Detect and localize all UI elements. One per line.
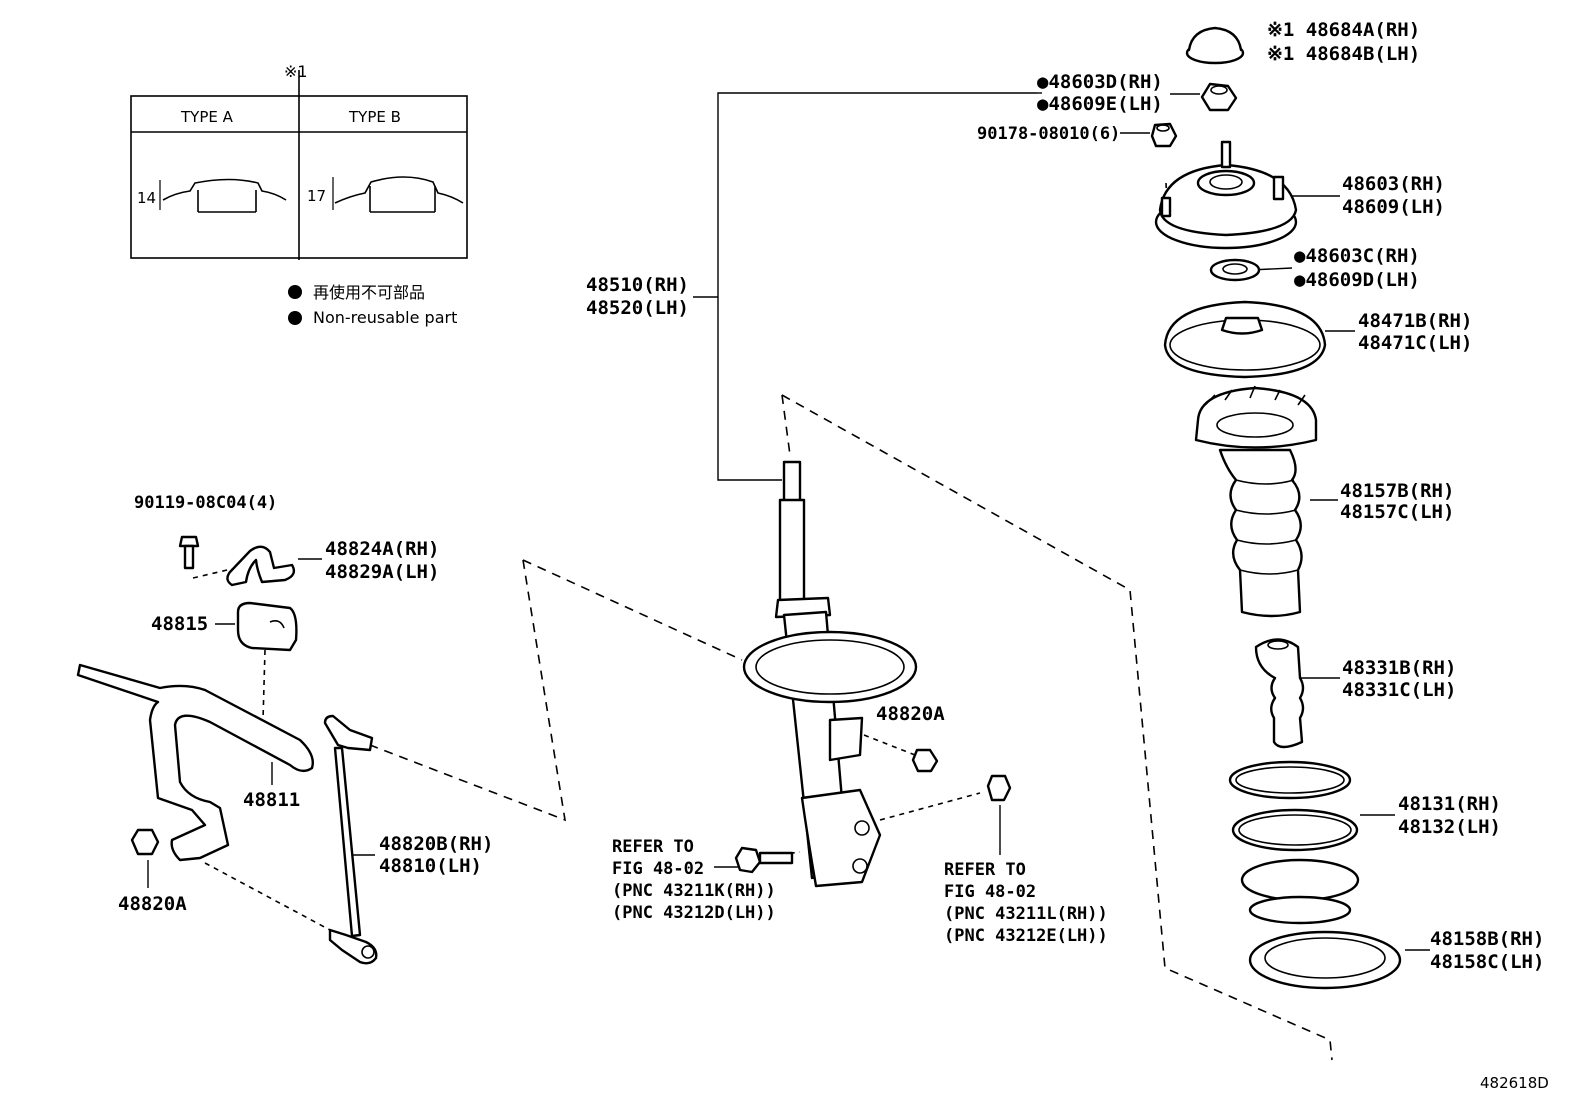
type-a-cap-profile: 14 <box>137 178 287 213</box>
label-48158c: 48158C(LH) <box>1430 951 1544 973</box>
type-b-header: TYPE B <box>348 108 401 126</box>
bearing-washer-48603c <box>1209 258 1261 282</box>
label-48603d: ●48603D(RH) <box>1037 71 1163 93</box>
coil-spring-48131 <box>1228 760 1360 925</box>
label-90119: 90119-08C04(4) <box>134 493 277 513</box>
type-a-header: TYPE A <box>180 108 234 126</box>
label-refer1-line2: FIG 48-02 <box>612 859 704 879</box>
label-48820b: 48820B(RH) <box>379 833 493 855</box>
label-48157b: 48157B(RH) <box>1340 480 1454 502</box>
label-refer1-line1: REFER TO <box>612 837 694 857</box>
label-48609e: ●48609E(LH) <box>1037 93 1163 115</box>
note-mark: ※1 <box>284 62 308 81</box>
label-48603: 48603(RH) <box>1342 173 1445 195</box>
label-48824a: 48824A(RH) <box>325 538 439 560</box>
label-48603c: ●48603C(RH) <box>1294 245 1420 267</box>
label-48331c: 48331C(LH) <box>1342 679 1456 701</box>
type-note-box: ※1 TYPE A TYPE B 14 17 <box>130 62 468 260</box>
link-nut-48820a <box>130 828 160 856</box>
stabilizer-link-48820b <box>323 714 378 965</box>
label-48820a-strut: 48820A <box>876 703 945 725</box>
label-90178: 90178-08010(6) <box>977 124 1120 144</box>
strut-bolt-upper <box>986 774 1012 802</box>
type-a-dimension: 14 <box>137 189 156 207</box>
legend-jp: 再使用不可部品 <box>313 283 425 302</box>
label-refer2-line1: REFER TO <box>944 860 1026 880</box>
part-labels: ※1 48684A(RH) ※1 48684B(LH) ●48603D(RH) … <box>118 19 1549 1092</box>
strut-nut-48820a <box>911 748 939 773</box>
label-48829a: 48829A(LH) <box>325 561 439 583</box>
label-48158b: 48158B(RH) <box>1430 928 1544 950</box>
label-refer1-line3: (PNC 43211K(RH)) <box>612 881 776 901</box>
spring-insulator-48158b <box>1248 930 1402 990</box>
label-refer2-line2: FIG 48-02 <box>944 882 1036 902</box>
strut-cap-48684 <box>1185 26 1245 65</box>
stabilizer-bar-48811 <box>76 663 314 862</box>
label-48815: 48815 <box>151 613 208 635</box>
label-48609: 48609(LH) <box>1342 196 1445 218</box>
label-48132: 48132(LH) <box>1398 816 1501 838</box>
shock-absorber-48510 <box>742 460 918 888</box>
label-48131: 48131(RH) <box>1398 793 1501 815</box>
non-reusable-dot-icon <box>288 311 302 325</box>
label-48331b: 48331B(RH) <box>1342 657 1456 679</box>
legend: 再使用不可部品 Non-reusable part <box>288 283 457 327</box>
strut-nut-48603d <box>1200 82 1238 112</box>
bolt-90119 <box>178 535 200 570</box>
label-48811: 48811 <box>243 789 300 811</box>
strut-bolt-lower <box>734 846 794 874</box>
bracket-48824a <box>226 545 296 587</box>
label-48520: 48520(LH) <box>586 297 689 319</box>
spring-seat-48471b <box>1163 300 1327 379</box>
figure-id: 482618D <box>1480 1074 1549 1092</box>
bushing-48815 <box>236 601 298 652</box>
label-refer2-line4: (PNC 43212E(LH)) <box>944 926 1108 946</box>
label-48471c: 48471C(LH) <box>1358 332 1472 354</box>
label-48471b: 48471B(RH) <box>1358 310 1472 332</box>
label-refer1-line4: (PNC 43212D(LH)) <box>612 903 776 923</box>
label-48820a-link: 48820A <box>118 893 187 915</box>
legend-en: Non-reusable part <box>313 308 457 327</box>
label-48157c: 48157C(LH) <box>1340 501 1454 523</box>
dust-boot-48157b <box>1194 385 1318 618</box>
type-b-dimension: 17 <box>307 187 326 205</box>
label-48684b: ※1 48684B(LH) <box>1267 43 1420 65</box>
non-reusable-dot-icon <box>288 285 302 299</box>
label-48684a: ※1 48684A(RH) <box>1267 19 1420 41</box>
label-48510: 48510(RH) <box>586 274 689 296</box>
leader-lines <box>147 92 1430 951</box>
label-48810: 48810(LH) <box>379 855 482 877</box>
mount-nut-90178 <box>1150 122 1178 148</box>
strut-mount-48603 <box>1154 140 1298 250</box>
bump-stop-48331b <box>1254 638 1305 749</box>
type-b-cap-profile: 17 <box>307 176 464 213</box>
label-refer2-line3: (PNC 43211L(RH)) <box>944 904 1108 924</box>
label-48609d: ●48609D(LH) <box>1294 269 1420 291</box>
